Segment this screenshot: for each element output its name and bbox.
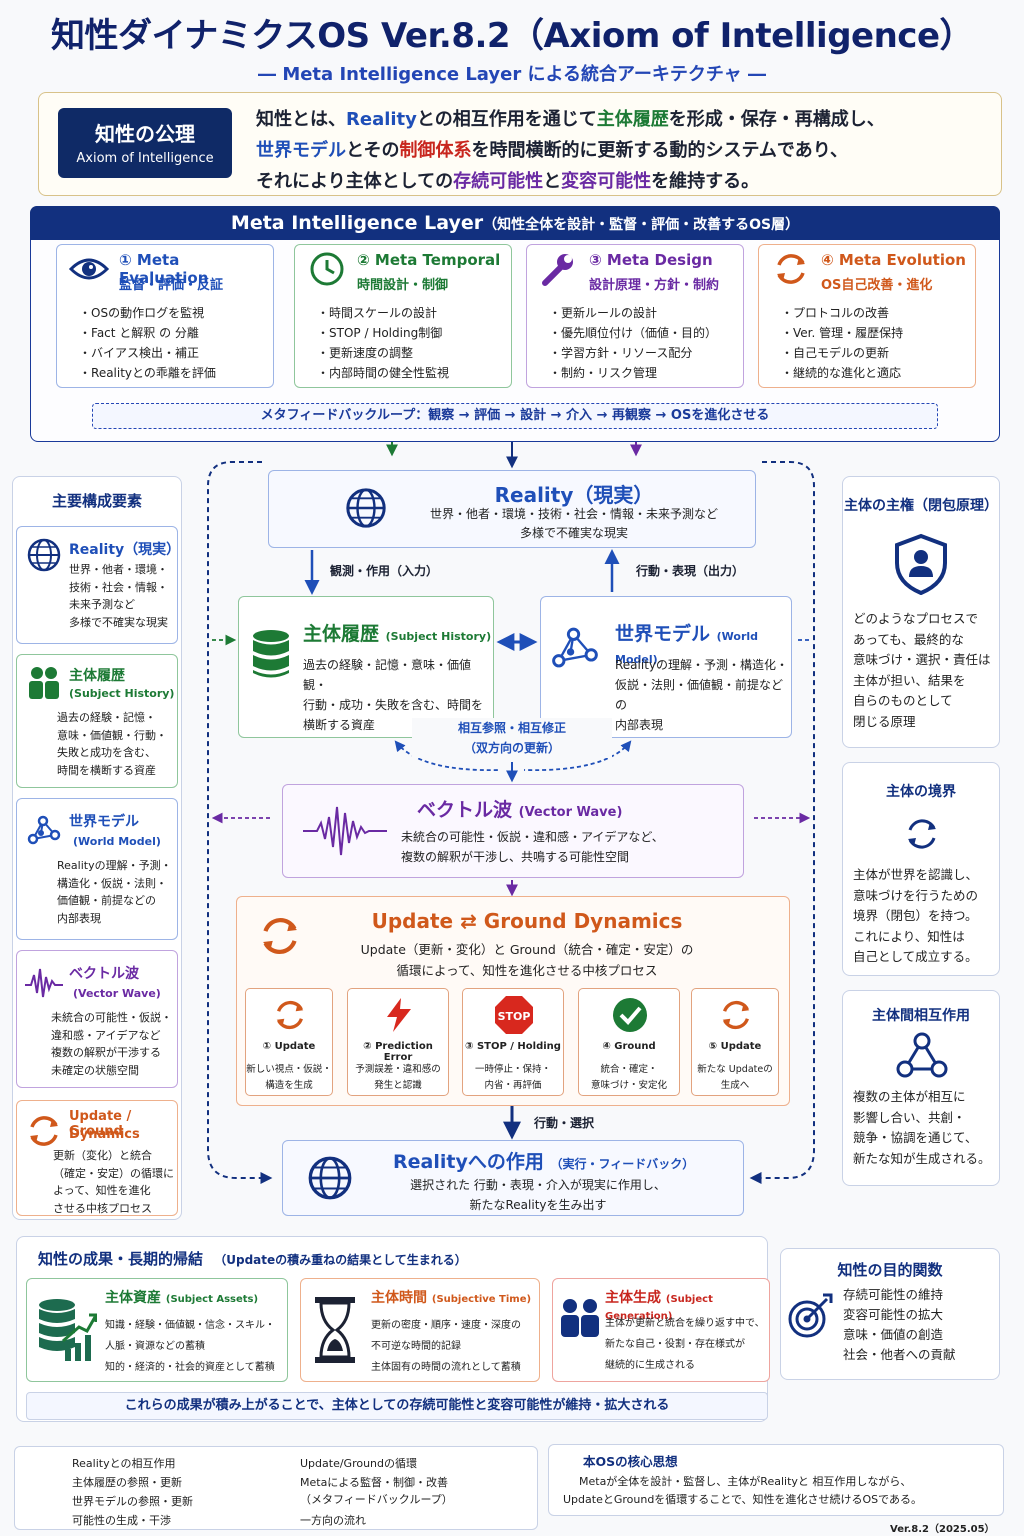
version-label: Ver.8.2（2025.05） xyxy=(890,1524,995,1535)
results-title: 知性の成果・長期的帰結 （Updateの積み重ねの結果として生まれる） xyxy=(38,1250,467,1268)
left-card-wave: ベクトル波 (Vector Wave) 未統合の可能性・仮説・違和感・アイデアな… xyxy=(16,950,178,1088)
right-card-boundary: 主体の境界 主体が世界を認識し、意味づけを行うための境界（閉包）を持つ。これによ… xyxy=(842,762,1000,976)
cycle-icon xyxy=(722,1000,750,1030)
purpose-function-card: 知性の目的関数 存続可能性の維持 変容可能性の拡大 意味・価値の創造 社会・他者… xyxy=(780,1248,1000,1380)
cycle-icon xyxy=(30,1116,58,1146)
legend-item: Metaによる監督・制御・改善 xyxy=(300,1476,448,1489)
meta-card-temporal: ② Meta Temporal 時間設計・制御 時間スケールの設計STOP / … xyxy=(294,244,512,388)
svg-text:STOP: STOP xyxy=(498,1010,531,1023)
left-card-history: 主体履歴 (Subject History) 過去の経験・記憶・意味・価値観・行… xyxy=(16,654,178,788)
meta-layer-header: Meta Intelligence Layer（知性全体を設計・監督・評価・改善… xyxy=(30,206,1000,240)
shield-person-icon xyxy=(895,533,947,595)
database-icon xyxy=(253,630,289,678)
network-icon xyxy=(27,815,61,845)
target-icon xyxy=(788,1293,833,1338)
right-card-sovereignty: 主体の主権（閉包原理） どのようなプロセスであっても、最終的な意味づけ・選択・責… xyxy=(842,476,1000,748)
people-icon xyxy=(561,1299,599,1337)
wave-icon xyxy=(303,806,387,856)
outer-feedback-loop xyxy=(207,461,815,1184)
connection-icon xyxy=(896,1032,948,1078)
result-subject-assets: 主体資産 (Subject Assets) 知識・経験・価値観・信念・スキル・人… xyxy=(26,1278,288,1382)
assets-chart-icon xyxy=(39,1299,97,1361)
purpose-item: 意味・価値の創造 xyxy=(843,1327,944,1342)
people-icon xyxy=(29,667,59,699)
globe-icon xyxy=(27,538,61,572)
legend-item: Realityとの相互作用 xyxy=(72,1457,176,1470)
step-stop-holding: STOP ③ STOP / Holding 一時停止・保持・内省・再評価 xyxy=(462,988,564,1096)
check-icon xyxy=(613,998,647,1032)
purpose-item: 社会・他者への貢献 xyxy=(843,1347,956,1362)
step-update-next: ⑤ Update 新たな Updateの生成へ xyxy=(691,988,779,1096)
hourglass-icon xyxy=(315,1297,355,1363)
reality-action-box: Realityへの作用 （実行・フィードバック） 選択された 行動・表現・介入が… xyxy=(282,1140,744,1216)
vector-wave-box: ベクトル波 (Vector Wave) 未統合の可能性・仮説・違和感・アイデアな… xyxy=(282,784,744,878)
label-action-select: 行動・選択 xyxy=(534,1116,595,1130)
legend-item: 可能性の生成・干渉 xyxy=(72,1514,171,1527)
step-ground: ④ Ground 統合・確定・意味づけ・安定化 xyxy=(578,988,680,1096)
page-title: 知性ダイナミクスOS Ver.8.2（Axiom of Intelligence… xyxy=(50,16,974,56)
mutual-dashed-arrows xyxy=(394,740,632,771)
legend-item: 世界モデルの参照・更新 xyxy=(72,1495,193,1508)
result-subject-generation: 主体生成 (Subject Generation) 主体が更新と統合を繰り返す中… xyxy=(552,1278,770,1382)
step-prediction-error: ② Prediction Error 予測誤差・違和感の発生と認識 xyxy=(347,988,449,1096)
eye-icon xyxy=(69,258,109,280)
reality-box: Reality（現実） 世界・他者・環境・技術・社会・情報・未来予測など多様で不… xyxy=(268,470,756,548)
step-update: ① Update 新しい視点・仮説・構造を生成 xyxy=(245,988,333,1096)
legend-item: 一方向の流れ xyxy=(300,1514,366,1527)
cycle-icon xyxy=(908,819,936,849)
meta-card-evolution: ④ Meta Evolution OS自己改善・進化 プロトコルの改善Ver. … xyxy=(758,244,976,388)
left-card-reality: Reality（現実） 世界・他者・環境・技術・社会・情報・未来予測など多様で不… xyxy=(16,526,180,644)
axiom-statement: 知性とは、Realityとの相互作用を通じて主体履歴を形成・保存・再構成し、 世… xyxy=(256,109,885,192)
meta-feedback-loop: メタフィードバックループ：観察 → 評価 → 設計 → 介入 → 再観察 → O… xyxy=(92,403,938,429)
label-input: 観測・作用（入力） xyxy=(330,564,439,578)
reality-io-arrows xyxy=(304,549,620,595)
left-card-world: 世界モデル (World Model) Realityの理解・予測・構造化・仮説… xyxy=(16,798,178,940)
axiom-badge-en: Axiom of Intelligence xyxy=(76,151,214,166)
wave-icon xyxy=(25,968,63,998)
history-box: 主体履歴 (Subject History) 過去の経験・記憶・意味・価値観・行… xyxy=(238,596,494,738)
lightning-icon xyxy=(387,998,411,1032)
legend-item: Update/Groundの循環 xyxy=(300,1457,418,1470)
mutual-update-label: 相互参照・相互修正（双方向の更新） xyxy=(412,718,612,758)
label-output: 行動・表現（出力） xyxy=(636,564,745,578)
stop-sign-icon: STOP xyxy=(495,996,533,1034)
cycle-icon xyxy=(263,918,297,954)
cycle-icon xyxy=(777,254,805,284)
legend-item: 主体履歴の参照・更新 xyxy=(72,1476,182,1489)
axiom-badge-jp: 知性の公理 xyxy=(95,122,195,146)
cycle-icon xyxy=(276,1000,304,1030)
left-card-dynamics: Update / Ground Dynamics 更新（変化）と統合（確定・安定… xyxy=(16,1100,178,1216)
globe-icon xyxy=(308,1156,352,1200)
clock-icon xyxy=(310,252,344,286)
meta-card-evaluation: ① Meta Evaluation 監督・評価・反証 OSの動作ログを監視Fac… xyxy=(56,244,274,388)
legend xyxy=(14,1446,538,1530)
right-card-intersubject: 主体間相互作用 複数の主体が相互に影響し合い、共創・競争・協調を通じて、新たな知… xyxy=(842,990,1000,1186)
wrench-icon xyxy=(542,254,573,286)
core-idea-card: 本OSの核心思想 Metaが全体を設計・監督し、主体がRealityと 相互作用… xyxy=(548,1444,1004,1516)
page-subtitle: ― Meta Intelligence Layer による統合アーキテクチャ ― xyxy=(258,64,766,85)
legend-item: （メタフィードバックループ） xyxy=(300,1493,453,1506)
world-model-box: 世界モデル (World Model) Realityの理解・予測・構造化・仮説… xyxy=(540,596,792,738)
purpose-item: 変容可能性の拡大 xyxy=(843,1307,944,1322)
axiom-badge: 知性の公理 Axiom of Intelligence xyxy=(58,108,232,178)
network-icon xyxy=(552,627,598,668)
left-panel-title: 主要構成要素 xyxy=(51,492,142,510)
meta-card-design: ③ Meta Design 設計原理・方針・制約 更新ルールの設計優先順位付け（… xyxy=(526,244,744,388)
result-subjective-time: 主体時間 (Subjective Time) 更新の密度・順序・速度・深度の不可… xyxy=(300,1278,540,1382)
globe-icon xyxy=(346,488,386,528)
results-footer: これらの成果が積み上がることで、主体としての存続可能性と変容可能性が維持・拡大さ… xyxy=(26,1392,768,1420)
purpose-item: 存続可能性の維持 xyxy=(843,1287,944,1302)
